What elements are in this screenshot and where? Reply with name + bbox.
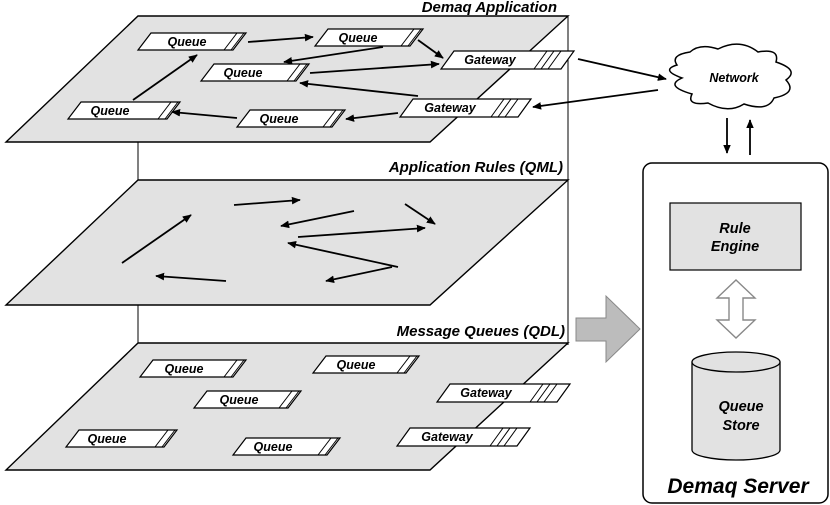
queue-label: Queue [91,104,130,118]
rules-layer: Application Rules (QML) [4,159,570,306]
queues-layer: Message Queues (QDL) Queue Queue Queue Q… [4,323,572,471]
queues-layer-title: Message Queues (QDL) [397,323,565,340]
app-queue-5: Queue [235,109,347,128]
qdl-queue-4: Queue [64,429,179,448]
server-title: Demaq Server [667,475,810,498]
gateway-label: Gateway [421,430,473,444]
queue-label: Queue [220,393,259,407]
rule-arrow [325,266,393,284]
app-queue-4: Queue [66,101,182,120]
arrow-queue4-to-queue1 [132,54,198,101]
rule-engine-label-1: Rule [719,221,750,237]
qdl-gateway-2: Gateway [395,427,532,447]
deploy-arrow [575,294,641,364]
queue-store-label-2: Store [722,418,759,434]
queue-label: Queue [254,440,293,454]
app-queue-2: Queue [313,28,425,47]
rule-arrow [287,241,399,268]
queue-label: Queue [337,358,376,372]
queue-label: Queue [165,362,204,376]
gateway-label: Gateway [424,101,476,115]
application-layer-title: Demaq Application [422,0,557,16]
qdl-queue-1: Queue [138,359,248,378]
engine-store-exchange-arrow [715,279,757,339]
rule-arrow [233,196,301,206]
queue-store-top [691,351,781,373]
network-cloud-shape [668,43,792,110]
rule-arrow [121,214,192,264]
network-cloud: Network [668,43,792,110]
network-label: Network [709,71,759,85]
gateway-label: Gateway [460,386,512,400]
qdl-gateway-1: Gateway [435,383,572,403]
rules-plane [4,179,570,306]
demaq-server: Rule Engine Queue Store Demaq Server [642,162,829,504]
application-layer: Demaq Application Queue Queue Queue Queu… [4,0,576,143]
queue-store: Queue Store [691,351,781,461]
qdl-queue-5: Queue [231,437,342,456]
rule-engine: Rule Engine [669,202,802,271]
rules-layer-title: Application Rules (QML) [388,159,563,176]
arrow-gateway2-to-queue3 [299,80,419,97]
qdl-queue-2: Queue [311,355,421,374]
queue-label: Queue [224,66,263,80]
rule-engine-label-2: Engine [711,239,759,255]
queue-store-label-1: Queue [718,399,763,415]
qdl-queue-3: Queue [192,390,303,409]
queue-label: Queue [88,432,127,446]
queue-label: Queue [339,31,378,45]
rule-arrow [155,272,227,282]
arrow-queue2-to-gateway1 [417,39,444,59]
rule-arrow [297,224,426,238]
rule-engine-box [669,202,802,271]
app-gateway-2: Gateway [398,98,533,118]
gateway-label: Gateway [464,53,516,67]
arrow-network-to-gateway2 [532,89,659,110]
arrow-queue3-to-gateway1 [309,60,440,74]
arrow-queue1-to-queue2 [247,33,314,43]
queue-store-body [691,362,781,461]
arrow-gateway2-to-queue5 [345,112,399,122]
queue-label: Queue [168,35,207,49]
arrow-gateway1-to-network [577,58,667,81]
app-queue-1: Queue [136,32,248,51]
app-gateway-1: Gateway [439,50,576,70]
app-queue-3: Queue [199,63,311,82]
queue-label: Queue [260,112,299,126]
rule-arrow [280,210,355,229]
arrow-queue2-to-queue3 [283,46,384,65]
rule-arrow [404,203,436,225]
arrow-queue5-to-queue4 [171,108,238,119]
